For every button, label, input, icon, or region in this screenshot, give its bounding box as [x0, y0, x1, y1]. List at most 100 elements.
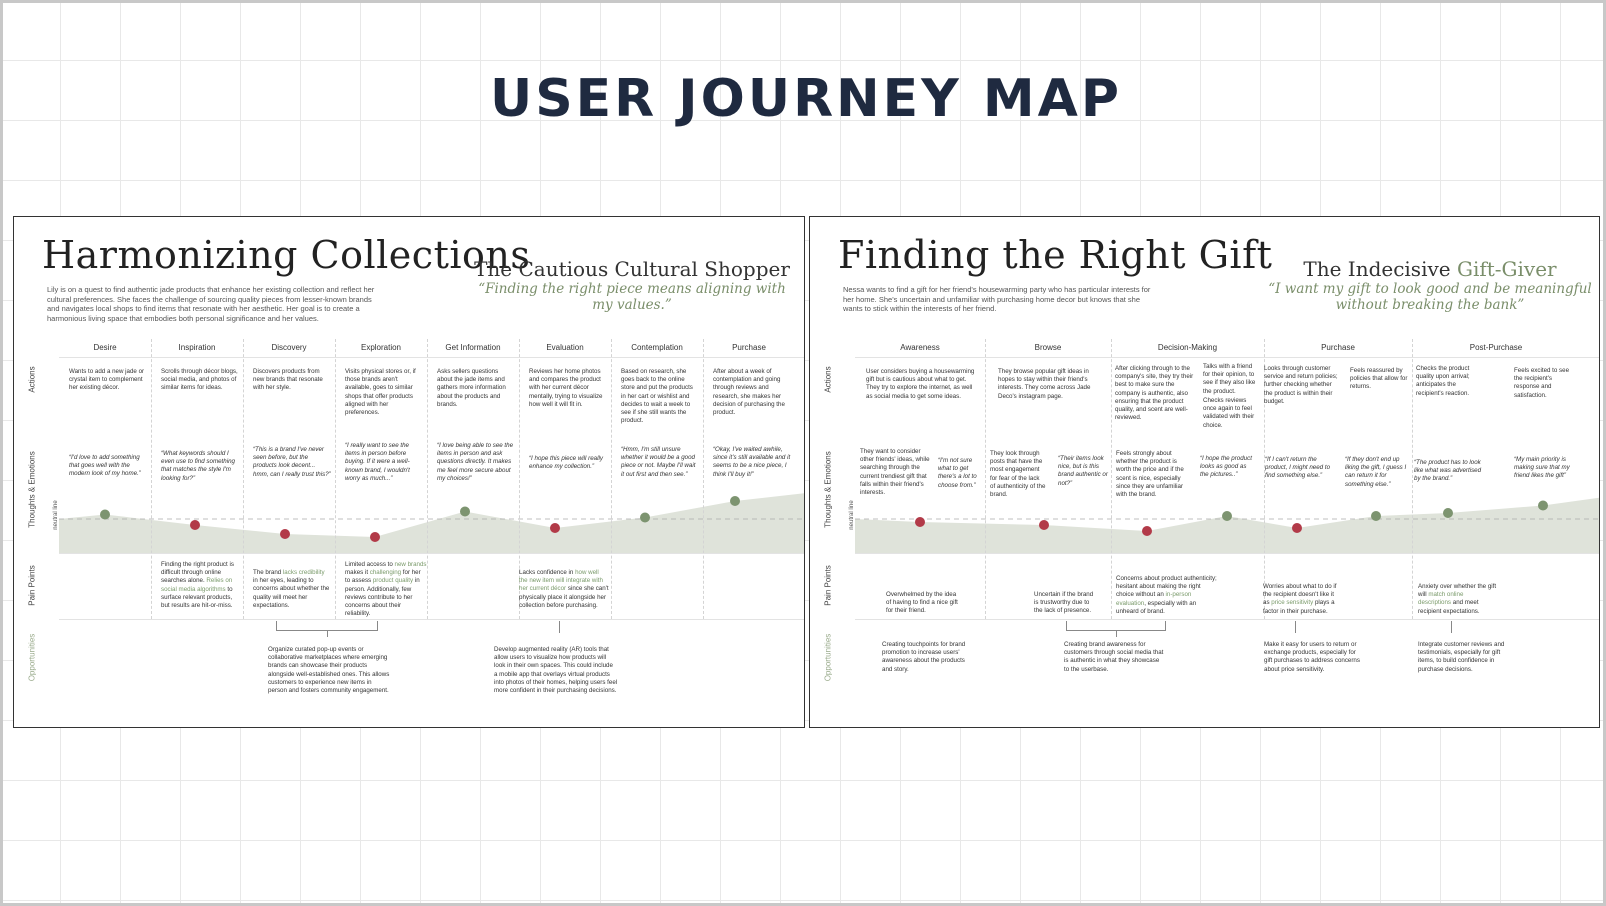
thought-cell: “I love being able to see the items in p… — [437, 442, 514, 482]
stage-label: Contemplation — [631, 343, 683, 352]
action-cell: Checks the product quality upon arrival;… — [1416, 365, 1470, 397]
thought-cell: “What keywords should I even use to find… — [161, 450, 235, 482]
action-cell: After about a week of contemplation and … — [713, 368, 785, 417]
stage-label: Purchase — [1321, 343, 1355, 352]
pain-text: Limited access to — [345, 561, 395, 568]
action-cell: Visits physical stores or, if those bran… — [345, 368, 416, 417]
pain-cell: Uncertain if the brand is trustworthy du… — [1034, 591, 1098, 616]
emotion-dot — [460, 506, 470, 517]
opportunity-cell: Organize curated pop-up events or collab… — [268, 646, 390, 695]
action-cell: Feels reassured by policies that allow f… — [1350, 367, 1408, 391]
emotion-dot — [1371, 511, 1381, 521]
pain-highlight: lacks credibility — [282, 569, 325, 576]
action-cell: After clicking through to the company's … — [1115, 365, 1194, 422]
panel-title: Harmonizing Collections — [42, 233, 531, 277]
pain-cell: Lacks confidence in how well the new ite… — [519, 569, 609, 610]
pain-highlight: Relies on social media algorithms — [161, 577, 233, 593]
thought-cell: “I'd love to add something that goes wel… — [69, 454, 141, 478]
persona-name: The Cautious Cultural Shopper — [474, 257, 790, 281]
column-divider — [1412, 339, 1413, 619]
bracket — [1066, 621, 1166, 631]
thought-cell: “This is a brand I've never seen before,… — [253, 446, 331, 478]
stage-label: Discovery — [271, 343, 307, 352]
emotion-dot — [550, 523, 560, 533]
thought-cell: “The product has to look like what was a… — [1414, 459, 1482, 483]
emotion-dot — [1443, 508, 1453, 518]
stage-label: Desire — [93, 343, 117, 352]
stage-label: Post-Purchase — [1469, 343, 1523, 352]
opportunity-cell: Develop augmented reality (AR) tools tha… — [494, 646, 618, 695]
stage-label: Awareness — [900, 343, 940, 352]
pain-text: Worries about what to do if the recipien… — [1263, 583, 1337, 607]
column-divider — [427, 339, 428, 619]
action-cell: Feels excited to see the recipient's res… — [1514, 367, 1570, 399]
pain-cell: Worries about what to do if the recipien… — [1263, 583, 1339, 616]
row-divider — [59, 553, 804, 554]
pain-text: to surface relevant products, but result… — [161, 585, 233, 610]
pain-highlight: how well the new item will integrate wit… — [519, 569, 603, 593]
emotion-curve-chart — [855, 497, 1599, 553]
pain-highlight: price sensitivity — [1271, 599, 1314, 607]
column-divider — [1111, 339, 1112, 619]
emotion-dot — [190, 520, 200, 530]
action-cell: Asks sellers questions about the jade it… — [437, 368, 506, 408]
connector — [1295, 621, 1296, 633]
pain-text: plays a factor in their purchase. — [1263, 599, 1335, 615]
pain-text: The brand — [253, 569, 283, 576]
emotion-dot — [1039, 520, 1049, 530]
stage-label: Decision-Making — [1157, 343, 1218, 352]
pain-text: Lacks confidence in — [519, 569, 576, 576]
pain-text: for her to assess — [345, 569, 421, 585]
connector — [1451, 621, 1452, 633]
bracket-stem — [1116, 631, 1117, 637]
bracket-stem — [327, 631, 328, 637]
action-cell: Looks through customer service and retur… — [1264, 365, 1338, 405]
pain-text: Overwhelmed by the idea of having to fin… — [886, 591, 958, 615]
thought-cell: “Okay, I've waited awhile, since it's st… — [713, 446, 791, 478]
column-divider — [703, 339, 704, 619]
persona-quote: “Finding the right piece means aligning … — [478, 281, 786, 313]
emotion-area — [59, 493, 804, 553]
row-divider — [855, 553, 1599, 554]
thought-cell: They look through posts that have the mo… — [990, 450, 1046, 499]
emotion-dot — [1538, 500, 1548, 511]
action-cell: Scrolls through décor blogs, social medi… — [161, 368, 238, 392]
emotion-dot — [730, 496, 740, 506]
emotion-dot — [1222, 511, 1232, 521]
row-divider — [59, 619, 804, 620]
persona-name: The Indecisive Gift-Giver — [1270, 257, 1590, 281]
thought-cell: “Hmm, I'm still unsure whether it would … — [621, 446, 696, 478]
journey-panel-harmonizing: Harmonizing Collections Lily is on a que… — [13, 216, 805, 728]
row-divider — [59, 357, 804, 358]
thought-cell: “Their items look nice, but is this bran… — [1058, 455, 1108, 487]
pain-text: Concerns about product authenticity; hes… — [1116, 575, 1217, 599]
pain-cell: Finding the right product is difficult t… — [161, 561, 239, 610]
pain-text: makes it — [345, 569, 370, 577]
persona-name-accent: Gift-Giver — [1456, 257, 1557, 281]
thought-cell: “I really want to see the items in perso… — [345, 442, 410, 482]
thought-cell: “If I can't return the product, I might … — [1265, 456, 1331, 480]
panel-title: Finding the Right Gift — [838, 233, 1273, 277]
action-cell: They browse popular gift ideas in hopes … — [998, 368, 1091, 400]
action-cell: Reviews her home photos and compares the… — [529, 368, 603, 408]
pain-text: Anxiety over whether the gift will — [1418, 583, 1497, 599]
row-divider — [855, 619, 1599, 620]
pain-cell: The brand lacks credibility in her eyes,… — [253, 569, 331, 610]
emotion-dot — [370, 532, 380, 542]
journey-panel-gift: Finding the Right Gift Nessa wants to fi… — [809, 216, 1600, 728]
action-cell: Checks reviews once again to feel valida… — [1203, 397, 1255, 429]
thought-cell: “I'm not sure what to get there's a lot … — [938, 457, 977, 489]
pain-cell: Anxiety over whether the gift will match… — [1418, 583, 1498, 616]
column-divider — [1264, 339, 1265, 619]
emotion-area — [855, 497, 1599, 553]
bracket — [276, 621, 378, 631]
emotion-dot — [1142, 526, 1152, 536]
thought-cell: “I hope the product looks as good as the… — [1200, 455, 1252, 479]
pain-cell: Overwhelmed by the idea of having to fin… — [886, 591, 958, 616]
emotion-dot — [100, 509, 110, 520]
page-title: USER JOURNEY MAP — [489, 69, 1123, 129]
action-cell: Discovers products from new brands that … — [253, 368, 323, 392]
stage-label: Purchase — [732, 343, 766, 352]
row-divider — [855, 357, 1599, 358]
thought-cell: They want to consider other friends' ide… — [860, 448, 930, 497]
